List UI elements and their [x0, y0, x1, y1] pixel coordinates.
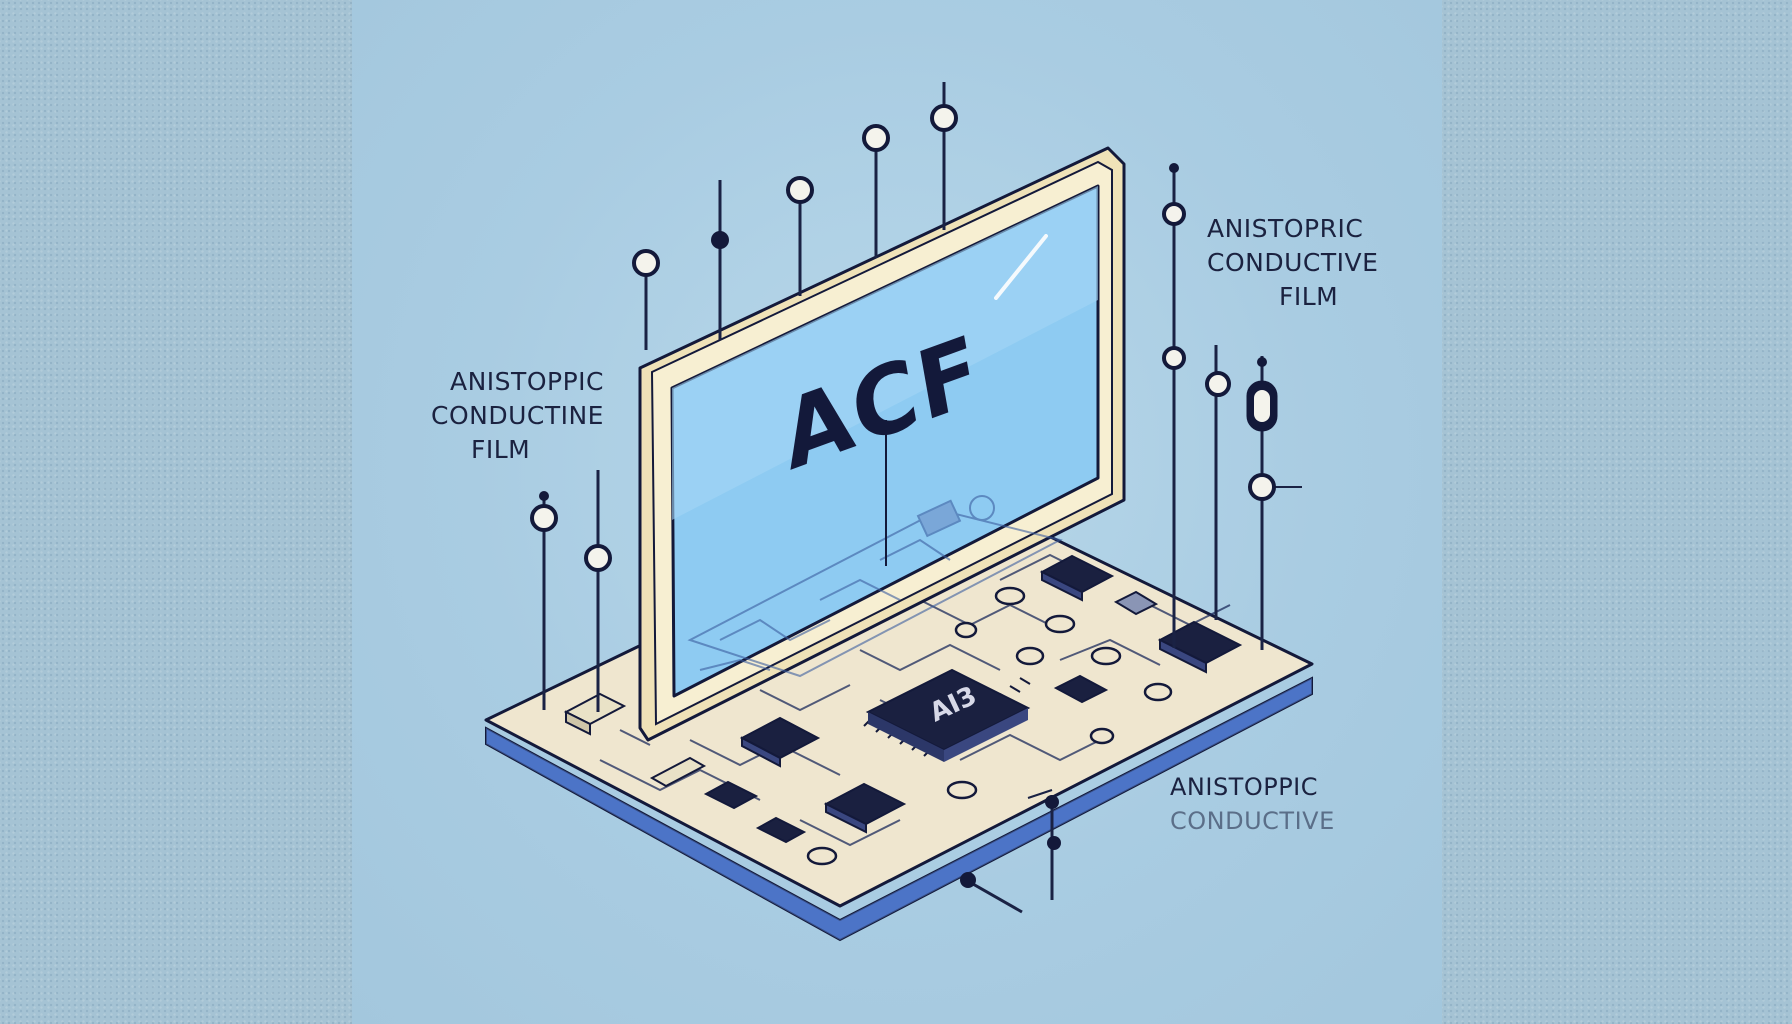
- left-texture-panel: [0, 0, 352, 1024]
- capsule-probe: [1246, 380, 1278, 432]
- probe-dots: [539, 163, 1267, 888]
- board-components: [563, 554, 1243, 844]
- callout-left-line-3: FILM: [471, 435, 531, 464]
- callout-right-line-2: CONDUCTIVE: [1207, 248, 1379, 277]
- right-texture-panel: [1442, 0, 1792, 1024]
- callout-bottom: ANISTOPPIC CONDUCTIVE: [1170, 770, 1335, 838]
- acf-film-display: [638, 146, 1126, 742]
- callout-left: ANISTOPPIC CONDUCTINE FILM: [431, 365, 604, 467]
- callout-bottom-line-1: ANISTOPPIC: [1170, 773, 1319, 801]
- callout-right-line-1: ANISTOPRIC: [1207, 214, 1364, 243]
- main-chip: AI3: [863, 668, 1031, 762]
- callout-bottom-line-2: CONDUCTIVE: [1170, 807, 1335, 835]
- callout-left-line-1: ANISTOPPIC: [450, 367, 604, 396]
- capacitors: [806, 586, 1173, 866]
- callout-left-line-2: CONDUCTINE: [431, 401, 604, 430]
- callout-right-line-3: FILM: [1279, 282, 1339, 311]
- probe-tips: [530, 104, 1276, 572]
- callout-right: ANISTOPRIC CONDUCTIVE FILM: [1207, 212, 1378, 314]
